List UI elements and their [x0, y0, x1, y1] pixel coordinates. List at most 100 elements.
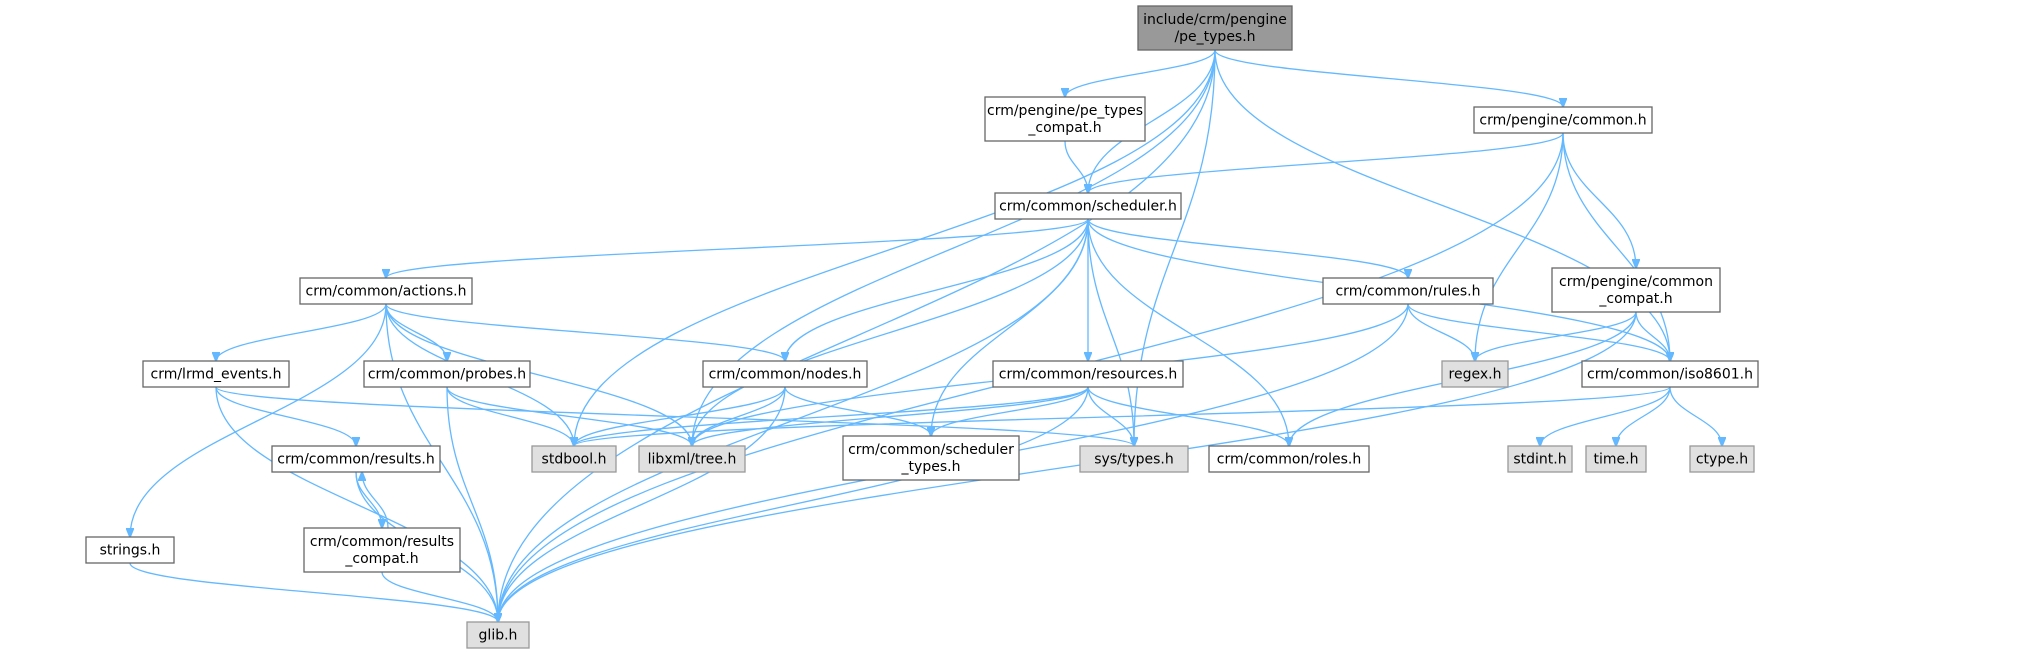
edge-iso8601-to-stdbool [574, 386, 1671, 446]
edge-scheduler-to-sys_types [1087, 218, 1134, 446]
edge-pengine_common-to-pengine_common_compat [1562, 132, 1636, 268]
node-lrmd-events[interactable]: crm/lrmd_events.h [142, 360, 290, 388]
node-label: crm/lrmd_events.h [151, 367, 282, 383]
node-box [142, 360, 290, 388]
node-label: /pe_types.h [1174, 29, 1255, 45]
edge-lrmd_events-to-glib [215, 386, 498, 622]
node-libxml-tree[interactable]: libxml/tree.h [638, 445, 746, 473]
node-box [531, 445, 617, 473]
node-label: include/crm/pengine [1143, 12, 1287, 28]
node-label: _compat.h [1598, 291, 1672, 307]
node-label: libxml/tree.h [648, 452, 737, 468]
nodes-layer: include/crm/pengine/pe_types.h crm/pengin… [85, 5, 1759, 649]
node-results-compat[interactable]: crm/common/results_compat.h [303, 527, 461, 573]
edge-pe_types-to-pengine_common [1214, 49, 1563, 107]
node-label: ctype.h [1696, 452, 1748, 468]
node-stdint[interactable]: stdint.h [1507, 445, 1573, 473]
node-label: crm/pengine/common [1559, 274, 1713, 290]
node-results[interactable]: crm/common/results.h [271, 445, 441, 473]
edge-nodes-to-stdbool [574, 386, 786, 446]
node-glib[interactable]: glib.h [466, 621, 530, 649]
edge-actions-to-libxml_tree [385, 303, 692, 446]
edge-lrmd_events-to-sys_types [215, 386, 1134, 446]
node-label: crm/common/nodes.h [709, 367, 862, 383]
edge-pengine_common_compat-to-glib [498, 311, 1637, 622]
node-label: crm/common/scheduler [848, 442, 1014, 458]
edge-actions-to-nodes [385, 303, 785, 361]
node-label: crm/common/probes.h [368, 367, 526, 383]
node-box [1581, 360, 1759, 388]
node-actions[interactable]: crm/common/actions.h [299, 277, 473, 305]
node-box [85, 536, 175, 564]
edge-resources-to-stdbool [574, 386, 1089, 446]
edge-results_compat-to-glib [381, 571, 498, 622]
node-box [1137, 5, 1293, 51]
node-box [466, 621, 530, 649]
node-probes[interactable]: crm/common/probes.h [363, 360, 531, 388]
node-box [1689, 445, 1755, 473]
edge-nodes-to-glib [498, 386, 786, 622]
node-regex[interactable]: regex.h [1441, 360, 1509, 388]
edge-results-to-results_compat [355, 471, 382, 528]
edge-scheduler-to-nodes [785, 218, 1089, 361]
node-pe-types[interactable]: include/crm/pengine/pe_types.h [1137, 5, 1293, 51]
node-box [299, 277, 473, 305]
edge-strings-to-glib [129, 562, 498, 622]
edge-pe_types_compat-to-scheduler [1064, 140, 1088, 193]
node-strings[interactable]: strings.h [85, 536, 175, 564]
node-box [303, 527, 461, 573]
node-label: crm/common/results.h [277, 452, 434, 468]
node-box [638, 445, 746, 473]
node-ctype[interactable]: ctype.h [1689, 445, 1755, 473]
node-box [994, 192, 1182, 220]
edge-pe_types-to-pe_types_compat [1065, 49, 1216, 97]
node-box [702, 360, 868, 388]
edge-nodes-to-scheduler_types [784, 386, 931, 436]
node-label: sys/types.h [1094, 452, 1173, 468]
edge-probes-to-stdbool [446, 386, 574, 446]
node-label: crm/common/results [310, 534, 454, 550]
edge-actions-to-glib [385, 303, 498, 622]
edge-resources-to-glib [498, 386, 1089, 622]
node-scheduler-types[interactable]: crm/common/scheduler_types.h [842, 435, 1020, 481]
edge-nodes-to-libxml_tree [692, 386, 786, 446]
node-label: strings.h [100, 543, 161, 559]
node-box [1585, 445, 1647, 473]
node-label: crm/common/roles.h [1217, 452, 1361, 468]
node-nodes[interactable]: crm/common/nodes.h [702, 360, 868, 388]
edge-actions-to-probes [385, 303, 447, 361]
node-roles[interactable]: crm/common/roles.h [1208, 445, 1370, 473]
node-pe-types-compat[interactable]: crm/pengine/pe_types_compat.h [984, 96, 1146, 142]
edge-resources-to-libxml_tree [692, 386, 1089, 446]
node-label: _compat.h [1027, 120, 1101, 136]
edge-scheduler-to-roles [1087, 218, 1289, 446]
node-pengine-common-compat[interactable]: crm/pengine/common_compat.h [1551, 267, 1721, 313]
node-pengine-common[interactable]: crm/pengine/common.h [1473, 106, 1653, 134]
node-scheduler[interactable]: crm/common/scheduler.h [994, 192, 1182, 220]
node-sys-types[interactable]: sys/types.h [1079, 445, 1189, 473]
node-box [984, 96, 1146, 142]
node-box [363, 360, 531, 388]
node-label: _types.h [901, 459, 961, 475]
node-iso8601[interactable]: crm/common/iso8601.h [1581, 360, 1759, 388]
node-box [1551, 267, 1721, 313]
edge-actions-to-lrmd_events [216, 303, 387, 361]
edge-pe_types-to-iso8601 [1214, 49, 1670, 361]
node-time[interactable]: time.h [1585, 445, 1647, 473]
edge-scheduler-to-rules [1087, 218, 1408, 278]
node-box [842, 435, 1020, 481]
node-stdbool[interactable]: stdbool.h [531, 445, 617, 473]
edge-rules-to-iso8601 [1407, 303, 1670, 361]
node-rules[interactable]: crm/common/rules.h [1322, 277, 1494, 305]
node-label: regex.h [1449, 367, 1502, 383]
node-label: crm/common/actions.h [306, 284, 467, 300]
edge-pe_types-to-stdbool [574, 49, 1216, 446]
node-label: crm/common/scheduler.h [999, 199, 1177, 215]
edge-pe_types-to-scheduler [1088, 49, 1216, 193]
node-label: crm/common/resources.h [999, 367, 1177, 383]
node-label: crm/common/iso8601.h [1587, 367, 1753, 383]
edge-pe_types-to-glib [498, 49, 1216, 622]
node-resources[interactable]: crm/common/resources.h [992, 360, 1184, 388]
node-box [1473, 106, 1653, 134]
